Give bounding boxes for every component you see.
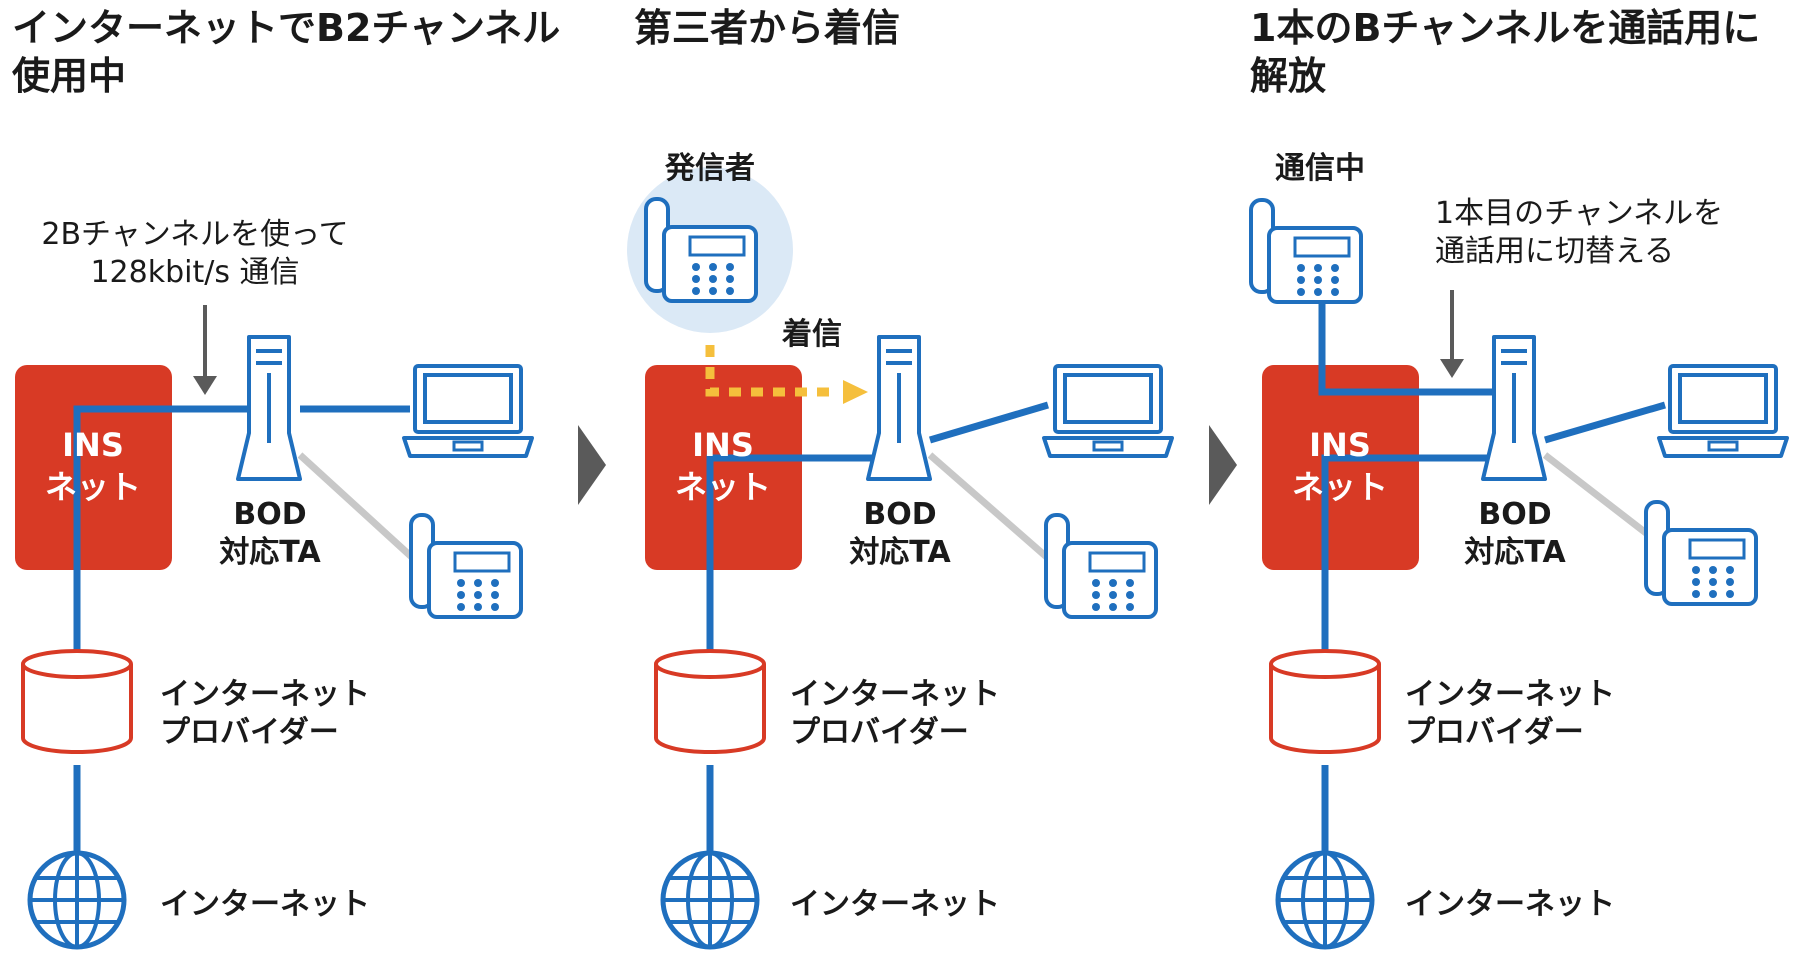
provider-label: インターネット プロバイダー — [790, 677, 1000, 750]
phone-icon — [1644, 500, 1758, 606]
ins-net-label: INS ネット — [1291, 426, 1388, 506]
ta-label: BOD 対応TA — [849, 497, 951, 570]
ta-to-pc-line — [1544, 401, 1666, 444]
provider-label: インターネット プロバイダー — [160, 677, 370, 750]
voice-channel-line — [1318, 290, 1495, 396]
panel-3 — [1249, 198, 1789, 947]
globe-icon — [1278, 853, 1372, 947]
ta-to-phone-line — [927, 452, 1053, 563]
incoming-call-arrow — [843, 380, 868, 404]
ins-net-box — [1262, 365, 1419, 570]
ta-label: BOD 対応TA — [219, 497, 321, 570]
panel-2-title: 第三者から着信 — [634, 6, 901, 50]
ta-icon — [866, 335, 932, 481]
ta-to-phone-line — [1542, 452, 1658, 543]
channel-annotation: 2Bチャンネルを使って 128kbit/s 通信 — [41, 217, 349, 290]
internet-label: インターネット — [790, 887, 1000, 922]
ins-net-box — [15, 365, 172, 570]
provider-label: インターネット プロバイダー — [1405, 677, 1615, 750]
phone-icon — [409, 513, 523, 619]
ta-label: BOD 対応TA — [1464, 497, 1566, 570]
ins-net-label: INS ネット — [44, 426, 141, 506]
ta-icon — [1481, 335, 1547, 481]
data-channel-line — [1321, 454, 1495, 505]
annotation-arrow-head — [193, 376, 217, 395]
ta-icon — [236, 335, 302, 481]
laptop-icon — [1042, 364, 1174, 458]
talking-label: 通信中 — [1275, 151, 1365, 186]
internet-label: インターネット — [160, 887, 370, 922]
ins-net-box — [645, 365, 802, 570]
incoming-label: 着信 — [782, 317, 842, 352]
provider-cylinder-icon — [654, 649, 766, 754]
internet-label: インターネット — [1405, 887, 1615, 922]
ins-net-label: INS ネット — [674, 426, 771, 506]
next-panel-arrow — [1209, 425, 1237, 505]
next-panel-arrow — [578, 425, 606, 505]
panel-2 — [627, 167, 1174, 947]
b-channel-line — [73, 405, 250, 505]
globe-icon — [30, 853, 124, 947]
ta-to-phone-line — [297, 452, 418, 563]
provider-cylinder-icon — [21, 649, 133, 754]
provider-cylinder-icon — [1269, 649, 1381, 754]
panel-1-title: インターネットでB2チャンネル 使用中 — [12, 6, 561, 98]
switch-annotation: 1本目のチャンネルを 通話用に切替える — [1435, 196, 1724, 269]
panel-3-title: 1本のBチャンネルを通話用に 解放 — [1250, 6, 1761, 98]
globe-icon — [663, 853, 757, 947]
panel-1 — [15, 305, 534, 947]
annotation-arrow-head — [1440, 359, 1464, 378]
caller-label: 発信者 — [665, 151, 755, 186]
ta-to-pc-line — [929, 401, 1049, 444]
laptop-icon — [1657, 364, 1789, 458]
laptop-icon — [402, 364, 534, 458]
phone-icon — [1044, 513, 1158, 619]
b-channel-line — [706, 454, 880, 505]
incoming-call-path — [705, 345, 830, 397]
talking-phone-icon — [1249, 198, 1363, 304]
